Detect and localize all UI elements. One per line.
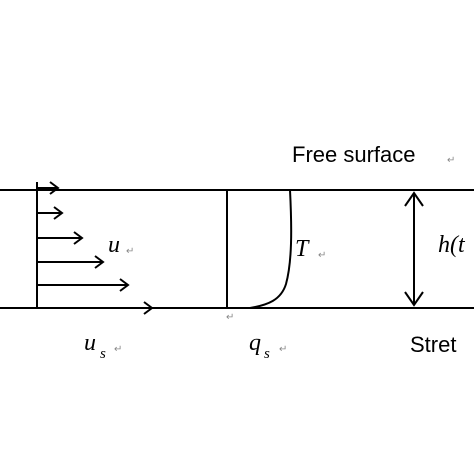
velocity-label: u <box>108 232 120 258</box>
velocity-arrow <box>37 206 64 220</box>
velocity-arrow <box>37 301 154 315</box>
paragraph-mark: ↵ <box>447 155 455 166</box>
paragraph-mark: ↵ <box>318 250 326 261</box>
surface-velocity-label: u <box>84 330 96 356</box>
thickness-label: h(t <box>438 232 466 258</box>
stretching-sheet-label: Stret <box>410 332 456 357</box>
paragraph-mark: ↵ <box>279 344 287 355</box>
velocity-arrow <box>37 231 84 245</box>
temperature-curve <box>249 189 293 309</box>
free-surface-label: Free surface <box>292 142 416 167</box>
paragraph-mark: ↵ <box>226 312 234 323</box>
thickness-arrow <box>404 191 424 307</box>
paragraph-mark: ↵ <box>126 246 134 257</box>
velocity-arrow <box>37 181 60 195</box>
paragraph-mark: ↵ <box>114 344 122 355</box>
velocity-arrow <box>37 278 130 292</box>
temperature-label: T <box>295 236 310 262</box>
temperature-profile <box>226 189 293 309</box>
velocity-profile <box>36 181 154 315</box>
velocity-arrow <box>37 255 105 269</box>
heat-flux-subscript: s <box>264 346 270 362</box>
heat-flux-label: q <box>249 330 261 356</box>
surface-velocity-subscript: s <box>100 346 106 362</box>
